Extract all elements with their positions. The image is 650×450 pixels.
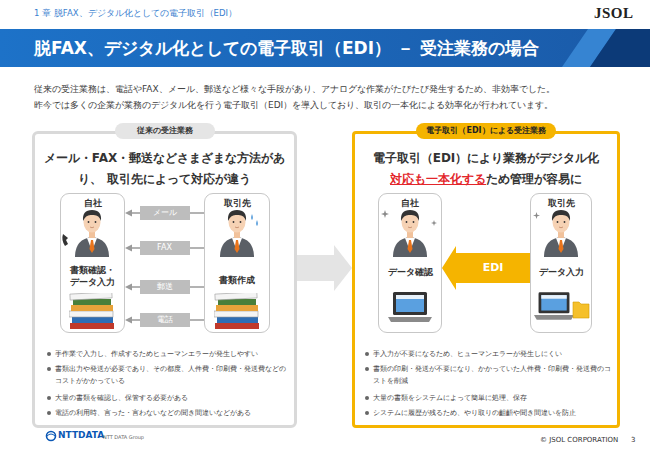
task-text: 書類作成 <box>209 274 265 286</box>
party-name: 取引先 <box>205 197 269 209</box>
laptop-icon <box>534 292 574 319</box>
client-figure <box>220 210 254 257</box>
party-box: 取引先書類作成 <box>204 193 270 333</box>
bullet-text: 手入力が不要になるため、ヒューマンエラーが発生しにくい <box>373 348 611 360</box>
party-name: 自社 <box>379 197 441 209</box>
group-logo: NTTDATA <box>58 430 104 440</box>
panel-box: 電子取引（EDI）による受注業務電子取引（EDI）により業務がデジタル化対応も一… <box>352 131 620 428</box>
party-box: 取引先データ入力 <box>530 193 592 333</box>
bullet-text: 大量の書類を確認し、保管する必要がある <box>55 392 287 404</box>
bullet-dot <box>47 367 51 371</box>
arrow-head <box>125 317 132 324</box>
connector-line <box>130 247 204 248</box>
bullet-text: 書類の印刷・発送が不要になり、かかっていた人件費・印刷費・発送費のコストを削減 <box>373 363 611 387</box>
connector <box>125 317 204 324</box>
arrow-head <box>125 284 132 291</box>
panel-box: 従来の受注業務メール・FAX・郵送などさまざまな方法があり、 取引先によって対応… <box>32 131 297 428</box>
task-text: データ入力 <box>533 266 589 278</box>
slide-title: 脱FAX、デジタル化としての電子取引（EDI） － 受注業務の場合 <box>34 37 539 59</box>
group-logo-sub: NTT DATA Group <box>103 434 144 440</box>
party-name: 自社 <box>61 197 124 209</box>
connector-line <box>130 212 204 213</box>
block-arrow <box>442 246 530 290</box>
connector <box>297 245 352 291</box>
title-band <box>0 29 650 67</box>
bullet-dot <box>47 396 51 400</box>
party-box: 自社書類確認・ データ入力 <box>60 193 125 333</box>
panel-tab: 電子取引（EDI）による受注業務 <box>416 123 556 139</box>
panel-tab: 従来の受注業務 <box>115 123 215 139</box>
company-logo: JSOL <box>594 5 634 22</box>
transition-arrow <box>297 245 352 291</box>
heading-text: ため管理が容易に <box>486 172 582 186</box>
bullet-dot <box>365 352 369 356</box>
party-box: 自社データ確認 <box>378 193 442 333</box>
bullet-dot <box>365 396 369 400</box>
bullet-dot <box>365 367 369 371</box>
ntt-logo-mark <box>47 434 55 436</box>
bullet-text: システムに履歴が残るため、やり取りの齟齬や聞き間違いを防止 <box>373 407 611 419</box>
panel-heading: メール・FAX・郵送などさまざまな方法があり、 取引先によって対応が違う <box>37 148 292 190</box>
sparkle-icon <box>431 220 437 226</box>
connector <box>125 284 204 291</box>
panel-heading: 電子取引（EDI）により業務がデジタル化 <box>357 148 615 169</box>
bullet-text: 手作業で入力し、作成するためヒューマンエラーが発生しやすい <box>55 348 287 360</box>
sparkle-icon <box>381 210 389 218</box>
band-accent-dark <box>590 29 650 67</box>
task-text: データ確認 <box>381 266 439 278</box>
sweat-drop <box>256 220 258 226</box>
page-number: 3 <box>631 436 635 444</box>
party-name: 取引先 <box>531 197 591 209</box>
chapter-label: 1 章 脱FAX、デジタル化としての電子取引（EDI） <box>34 8 237 20</box>
ntt-logo-mark <box>47 432 56 441</box>
task-text: 書類確認・ データ入力 <box>65 264 120 288</box>
copyright: © JSOL CORPORATION <box>540 436 618 444</box>
client-figure <box>544 210 578 257</box>
sparkle-icon <box>533 212 540 219</box>
highlight-text: 対応も一本化する <box>390 172 486 186</box>
bullet-dot <box>47 352 51 356</box>
text-line: 対応も一本化するため管理が容易に <box>357 169 615 190</box>
document-stack <box>69 292 114 329</box>
phone-icon <box>62 234 68 246</box>
bullet-text: 書類出力や発送が必要であり、その都度、人件費・印刷費・発送費などのコストがかかっ… <box>55 363 287 387</box>
laptop-icon <box>388 292 432 322</box>
connector-line <box>130 319 204 320</box>
intro-text: 昨今では多くの企業が業務のデジタル化を行う電子取引（EDI）を導入しており、取引… <box>34 99 553 112</box>
intro-text: 従来の受注業務は、電話やFAX、メール、郵送など様々な手段があり、アナログな作業… <box>34 83 555 96</box>
staff-figure <box>75 210 109 257</box>
bullet-text: 電話の利用時、言った・言わないなどの聞き間違いなどがある <box>55 407 287 419</box>
sweat-drop <box>251 214 253 220</box>
bullet-dot <box>365 411 369 415</box>
connector <box>442 246 530 290</box>
arrow-head <box>125 245 132 252</box>
arrow-head <box>125 210 132 217</box>
connector <box>125 245 204 252</box>
connector-line <box>130 286 204 287</box>
bullet-dot <box>47 411 51 415</box>
bullet-text: 大量の書類をシステムによって簡単に処理、保存 <box>373 392 611 404</box>
folder-icon <box>573 302 589 318</box>
document-stack <box>214 292 259 329</box>
connector <box>125 210 204 217</box>
staff-figure <box>393 210 427 257</box>
